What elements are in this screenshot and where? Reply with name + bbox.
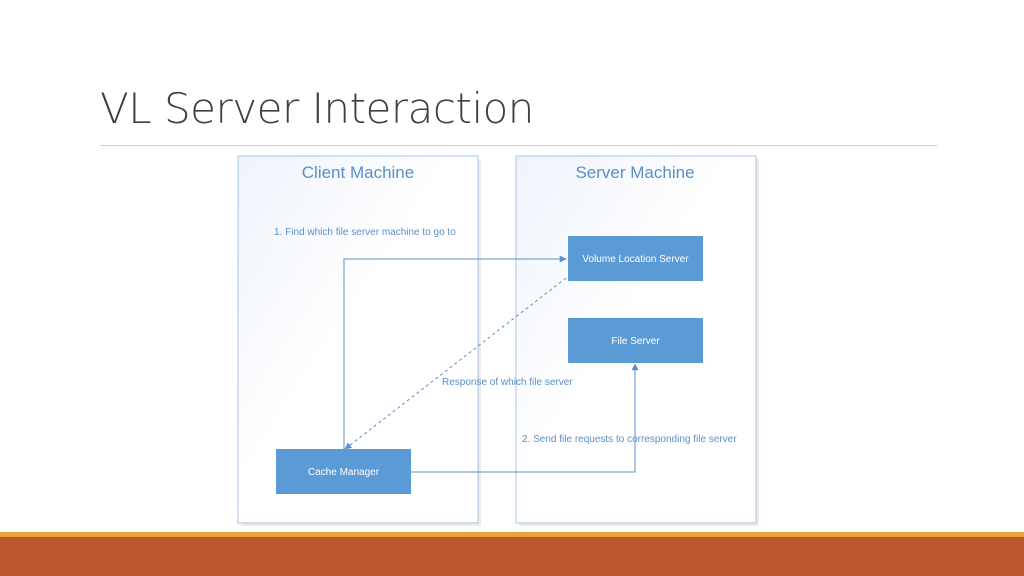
slide-title: VL Server Interaction: [100, 84, 534, 133]
response-connector: [344, 277, 567, 450]
cache-manager-label: Cache Manager: [308, 467, 380, 478]
file-request-connector: [411, 363, 639, 473]
volume-location-server-label: Volume Location Server: [582, 254, 689, 265]
response-label: Response of which file server: [442, 377, 573, 388]
server-machine-label: Server Machine: [575, 163, 694, 182]
cache-manager-node: Cache Manager: [276, 449, 411, 494]
file-server-node: File Server: [568, 318, 703, 363]
footer-bar: [0, 537, 1024, 576]
client-machine-label: Client Machine: [302, 163, 414, 182]
file-server-label: File Server: [611, 336, 660, 347]
volume-location-server-node: Volume Location Server: [568, 236, 703, 281]
footer-accent-bar: [0, 532, 1024, 537]
step1-label: 1. Find which file server machine to go …: [274, 227, 456, 238]
title-divider: [100, 145, 937, 146]
request-connector: [343, 255, 567, 450]
step2-label: 2. Send file requests to corresponding f…: [522, 434, 737, 445]
